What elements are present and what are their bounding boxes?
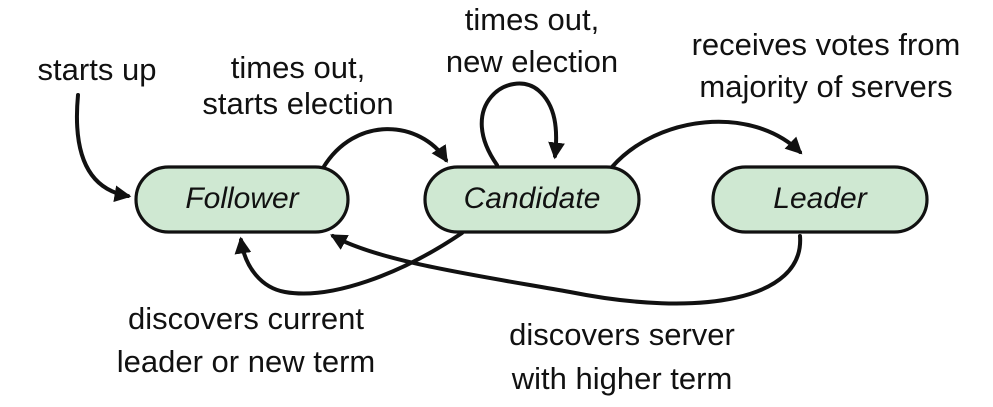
follower-to-candidate-label-line-1: times out, xyxy=(231,50,365,85)
state-candidate: Candidate xyxy=(423,165,641,234)
candidate-self-loop-label-line-1: times out, xyxy=(465,2,599,37)
state-leader-shape xyxy=(711,165,929,234)
starts-up-arrow xyxy=(75,93,132,203)
candidate-to-leader-label-line-1: receives votes from xyxy=(692,27,961,62)
candidate-to-follower-label-line-2: leader or new term xyxy=(117,344,375,379)
candidate-self-loop-label-line-2: new election xyxy=(446,44,618,79)
state-follower: Follower xyxy=(134,165,350,234)
state-leader-label: Leader xyxy=(773,182,867,215)
candidate-to-leader-label-line-2: majority of servers xyxy=(699,69,952,104)
starts-up-label: starts up xyxy=(38,52,157,87)
leader-to-follower-label-line-2: with higher term xyxy=(511,361,733,396)
state-candidate-shape xyxy=(423,165,641,234)
follower-to-candidate-arrow xyxy=(321,127,448,170)
follower-to-candidate-label-line-2: starts election xyxy=(202,86,393,121)
leader-to-follower-label-line-1: discovers server xyxy=(509,317,735,352)
candidate-to-follower-arrow xyxy=(234,231,464,296)
candidate-to-follower-label-line-1: discovers current xyxy=(128,301,364,336)
candidate-self-loop-arrow xyxy=(479,81,565,167)
candidate-to-leader-arrow xyxy=(610,119,803,169)
state-candidate-label: Candidate xyxy=(464,182,601,215)
state-follower-label: Follower xyxy=(185,182,299,215)
state-follower-shape xyxy=(134,165,350,234)
state-leader: Leader xyxy=(711,165,929,234)
leader-to-follower-arrow xyxy=(330,234,803,306)
